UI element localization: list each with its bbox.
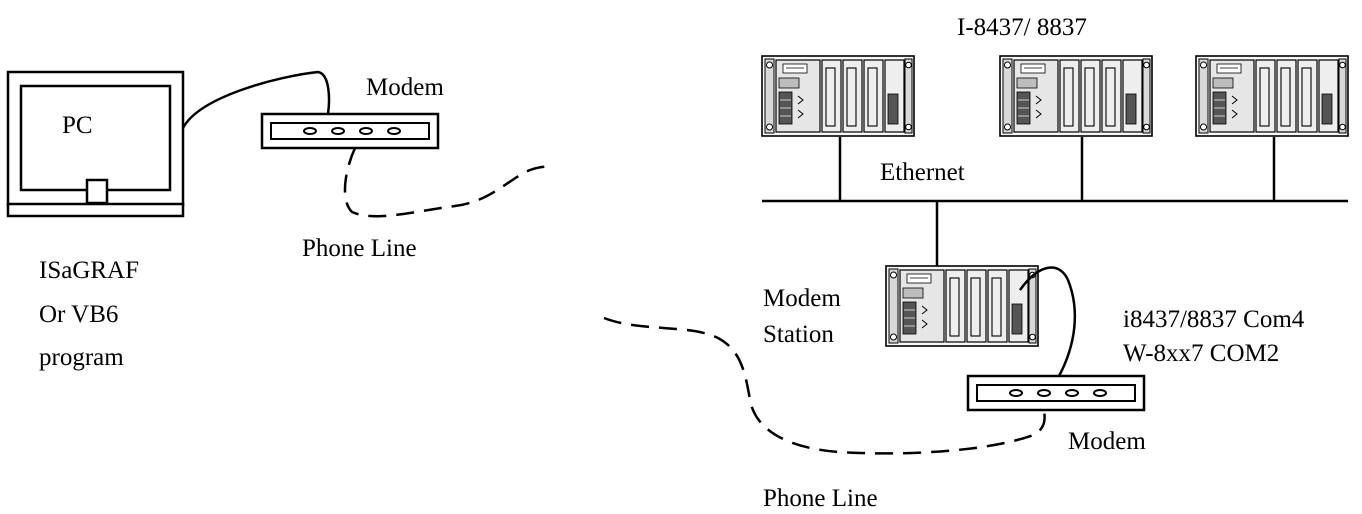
ethernet-bus (762, 137, 1348, 266)
pc-monitor-icon (6, 70, 185, 218)
controller-3-icon (1195, 55, 1349, 137)
ethernet-label: Ethernet (880, 159, 965, 186)
pc-label: PC (62, 112, 93, 139)
phone-line-bottom-label: Phone Line (763, 485, 878, 512)
com-label-2: W-8xx7 COM2 (1123, 340, 1280, 367)
controllers-title: I-8437/ 8837 (957, 14, 1087, 41)
modem-bottom-icon (966, 374, 1146, 412)
modem-station-label-1: Modem (763, 285, 841, 312)
modem-top-label: Modem (366, 74, 444, 101)
phone-line-top (343, 147, 554, 218)
station-modem-cable (1018, 266, 1077, 379)
modem-top-icon (260, 112, 440, 150)
modem-bottom-label: Modem (1068, 428, 1146, 455)
software-label-3: program (39, 344, 124, 371)
software-label-1: ISaGRAF (39, 257, 140, 284)
phone-line-top-label: Phone Line (302, 235, 417, 262)
modem-station-controller-icon (885, 265, 1039, 347)
pc-modem-cable (181, 70, 331, 129)
controller-2-icon (999, 55, 1153, 137)
controller-1-icon (761, 55, 915, 137)
software-label-2: Or VB6 (39, 301, 119, 328)
com-label-1: i8437/8837 Com4 (1123, 306, 1305, 333)
modem-station-label-2: Station (763, 321, 834, 348)
